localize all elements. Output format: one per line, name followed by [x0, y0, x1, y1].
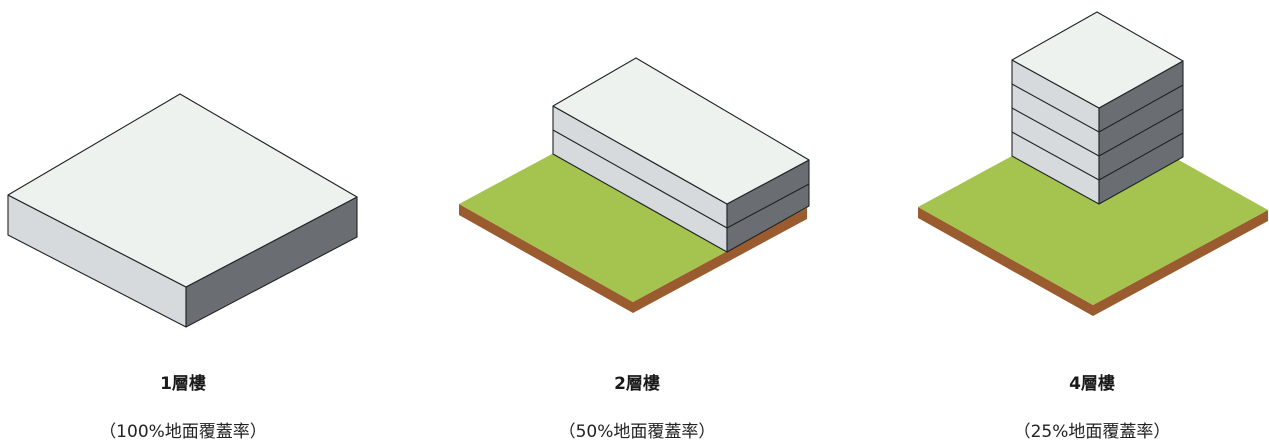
grass-surface	[918, 112, 1268, 305]
coverage-label: （50%地面覆蓋率）	[558, 422, 716, 442]
floor-line	[1011, 107, 1100, 157]
floor-count-label: 4層樓	[1069, 374, 1115, 394]
floor-line	[552, 129, 728, 229]
caption-one-floor: 1層樓 （100%地面覆蓋率）	[33, 373, 333, 443]
floor-line	[1098, 84, 1184, 133]
building-four-floors	[1011, 11, 1184, 205]
site-ground-3	[918, 112, 1268, 316]
coverage-label: （25%地面覆蓋率）	[1013, 422, 1171, 442]
floor-line	[1098, 108, 1184, 157]
floor-count-label: 2層樓	[614, 374, 660, 394]
site-ground-2	[459, 110, 807, 313]
building-two-floors	[552, 57, 810, 253]
soil-front	[918, 207, 1093, 316]
floor-line	[1098, 132, 1184, 181]
soil-side	[633, 208, 807, 313]
soil-front	[459, 204, 633, 313]
floor-line	[726, 183, 810, 229]
floor-line	[1011, 83, 1100, 133]
floor-line	[1011, 131, 1100, 181]
grass-surface	[459, 110, 807, 302]
building-roof	[7, 93, 358, 288]
floor-count-label: 1層樓	[160, 374, 206, 394]
building-roof	[1011, 11, 1184, 109]
caption-four-floors: 4層樓 （25%地面覆蓋率）	[942, 373, 1242, 443]
building-one-floor	[7, 93, 358, 328]
coverage-label: （100%地面覆蓋率）	[99, 422, 267, 442]
soil-side	[1093, 210, 1268, 316]
caption-two-floors: 2層樓 （50%地面覆蓋率）	[487, 373, 787, 443]
building-roof	[552, 57, 810, 205]
